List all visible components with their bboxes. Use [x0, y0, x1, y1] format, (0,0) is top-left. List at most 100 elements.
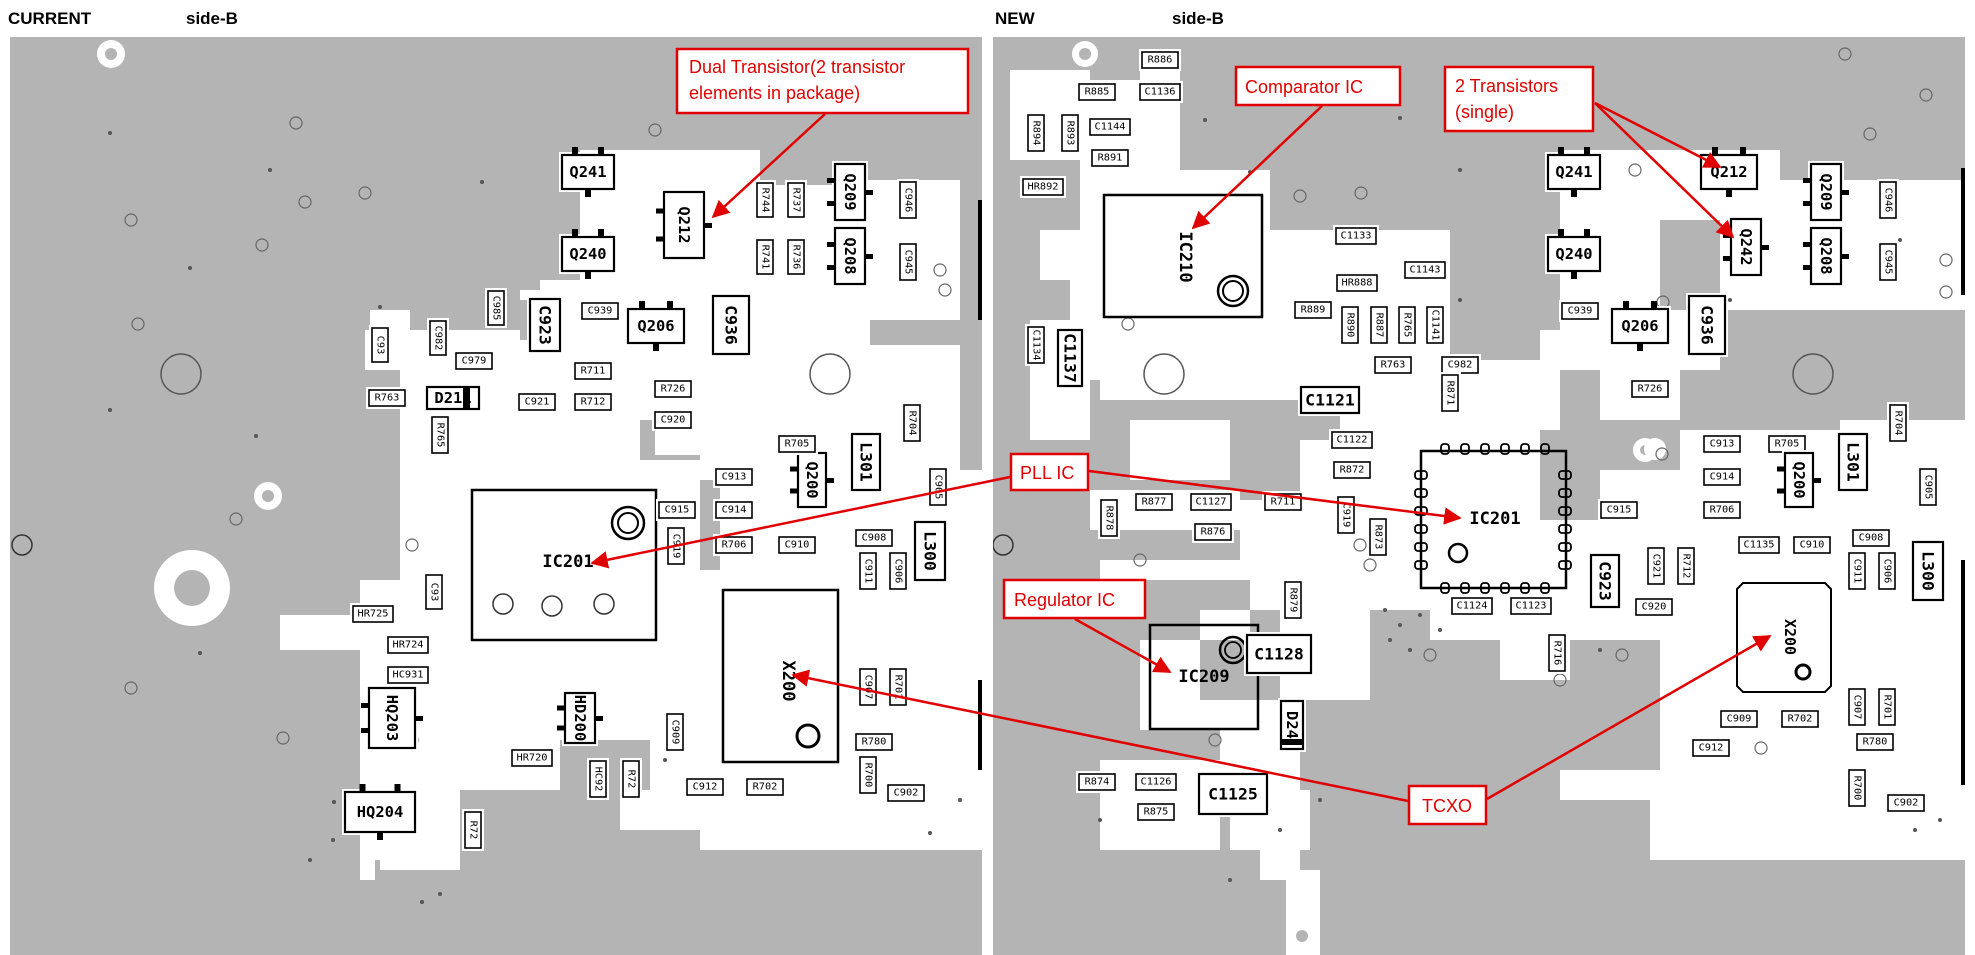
current-l300-label: L300 — [921, 531, 940, 571]
new-r876-label: R876 — [1201, 527, 1226, 538]
new-r886: R886 — [1139, 49, 1181, 71]
new-x200: X200 — [1736, 582, 1832, 693]
qfn-pad — [1414, 524, 1428, 534]
new-ic209: IC209 — [1148, 623, 1260, 731]
new-r877: R877 — [1133, 491, 1175, 513]
new-q241-label: Q241 — [1555, 163, 1592, 181]
current-r702: R702 — [744, 776, 786, 798]
current-c909-label: C909 — [670, 720, 681, 745]
new-c1141-label: C1141 — [1430, 310, 1441, 341]
current-d211: D211 — [424, 384, 482, 412]
new-r886-label: R886 — [1148, 55, 1173, 66]
new-c913-label: C913 — [1710, 439, 1735, 450]
current-q240: Q240 — [559, 229, 617, 279]
new-c920: C920 — [1633, 596, 1675, 618]
current-c914-label: C914 — [722, 505, 747, 516]
current-c907-label: C907 — [863, 675, 874, 700]
new-c905-label: C905 — [1923, 475, 1934, 500]
new-r893: R893 — [1059, 112, 1081, 154]
panel-divider — [982, 37, 993, 955]
current-c910: C910 — [776, 534, 818, 556]
current-c979-label: C979 — [462, 356, 487, 367]
current-side-label: side-B — [186, 9, 238, 28]
current-r72: R72 — [620, 758, 642, 800]
new-c1127: C1127 — [1188, 491, 1234, 513]
new-r765: R765 — [1396, 304, 1418, 346]
current-c979: C979 — [453, 350, 495, 372]
new-c1121-label: C1121 — [1305, 391, 1355, 410]
new-c905: C905 — [1917, 466, 1939, 508]
new-r706: R706 — [1701, 499, 1743, 521]
new-q206-label: Q206 — [1621, 317, 1658, 335]
new-r712-label: R712 — [1681, 554, 1692, 579]
callout-comparator-text: Comparator IC — [1245, 77, 1363, 97]
current-q208-label: Q208 — [841, 237, 859, 274]
current-r712: R712 — [572, 391, 614, 413]
current-c907: C907 — [857, 666, 879, 708]
new-q206: Q206 — [1609, 301, 1671, 351]
current-r780-label: R780 — [862, 737, 887, 748]
new-r893-label: R893 — [1065, 121, 1076, 146]
current-c913: C913 — [713, 466, 755, 488]
new-r894-label: R894 — [1031, 121, 1042, 146]
qfn-pad — [1414, 470, 1428, 480]
new-q200-label: Q200 — [1790, 461, 1808, 498]
qfn-pad — [1440, 582, 1450, 594]
current-hd200: HD200 — [557, 690, 603, 746]
new-c1135-label: C1135 — [1744, 540, 1775, 551]
new-r701: R701 — [1876, 686, 1898, 728]
current-r706-label: R706 — [722, 540, 747, 551]
new-r780-label: R780 — [1863, 737, 1888, 748]
current-hq203: HQ203 — [361, 685, 423, 751]
current-hc92: HC92 — [587, 758, 609, 800]
new-c1128: C1128 — [1244, 632, 1314, 676]
qfn-pad — [1558, 506, 1572, 516]
new-c1125: C1125 — [1196, 771, 1270, 817]
new-q208: Q208 — [1803, 225, 1849, 287]
new-c1141: C1141 — [1424, 304, 1446, 346]
qfn-pad — [1500, 582, 1510, 594]
new-c1122: C1122 — [1329, 429, 1375, 451]
new-c1134-label: C1134 — [1031, 330, 1042, 361]
current-r705-label: R705 — [785, 439, 810, 450]
new-c1123-label: C1123 — [1516, 601, 1547, 612]
new-c902: C902 — [1885, 792, 1927, 814]
qfn-pad — [1414, 506, 1428, 516]
current-c982: C982 — [427, 318, 449, 358]
new-c1126: C1126 — [1133, 771, 1179, 793]
new-c1144-label: C1144 — [1095, 122, 1126, 133]
current-r700: R700 — [857, 754, 879, 796]
new-r887: R887 — [1368, 304, 1390, 346]
new-c936: C936 — [1686, 293, 1728, 357]
callout-pll-text: PLL IC — [1020, 463, 1074, 483]
new-r890: R890 — [1339, 304, 1361, 346]
qfn-pad — [1500, 443, 1510, 455]
new-r885: R885 — [1076, 81, 1118, 103]
current-c923-label: C923 — [536, 305, 555, 345]
new-r726-label: R726 — [1638, 384, 1663, 395]
new-r716: R716 — [1546, 632, 1568, 674]
new-r872-label: R872 — [1340, 465, 1365, 476]
new-r701-label: R701 — [1882, 695, 1893, 720]
new-c912: C912 — [1690, 737, 1732, 759]
new-c1135: C1135 — [1736, 534, 1782, 556]
current-c912-label: C912 — [693, 782, 718, 793]
new-c906-label: C906 — [1882, 559, 1893, 584]
current-q212: Q212 — [656, 189, 712, 261]
qfn-pad — [1558, 488, 1572, 498]
current-r723-label: R72 — [468, 821, 479, 840]
new-x200-label: X200 — [1781, 619, 1799, 655]
qfn-pad — [1440, 443, 1450, 455]
new-l301: L301 — [1836, 431, 1870, 493]
new-ic201-label: IC201 — [1469, 509, 1520, 529]
new-c982-label: C982 — [1448, 360, 1473, 371]
callout-two-transistors-line2: (single) — [1455, 102, 1514, 122]
current-hc931-label: HC931 — [393, 670, 424, 681]
new-r879-label: R879 — [1288, 588, 1299, 613]
new-c945: C945 — [1877, 241, 1899, 283]
current-r701: R701 — [887, 666, 909, 708]
current-c905: C905 — [927, 466, 949, 508]
new-r891: R891 — [1089, 147, 1131, 169]
current-r763: R763 — [366, 387, 408, 409]
